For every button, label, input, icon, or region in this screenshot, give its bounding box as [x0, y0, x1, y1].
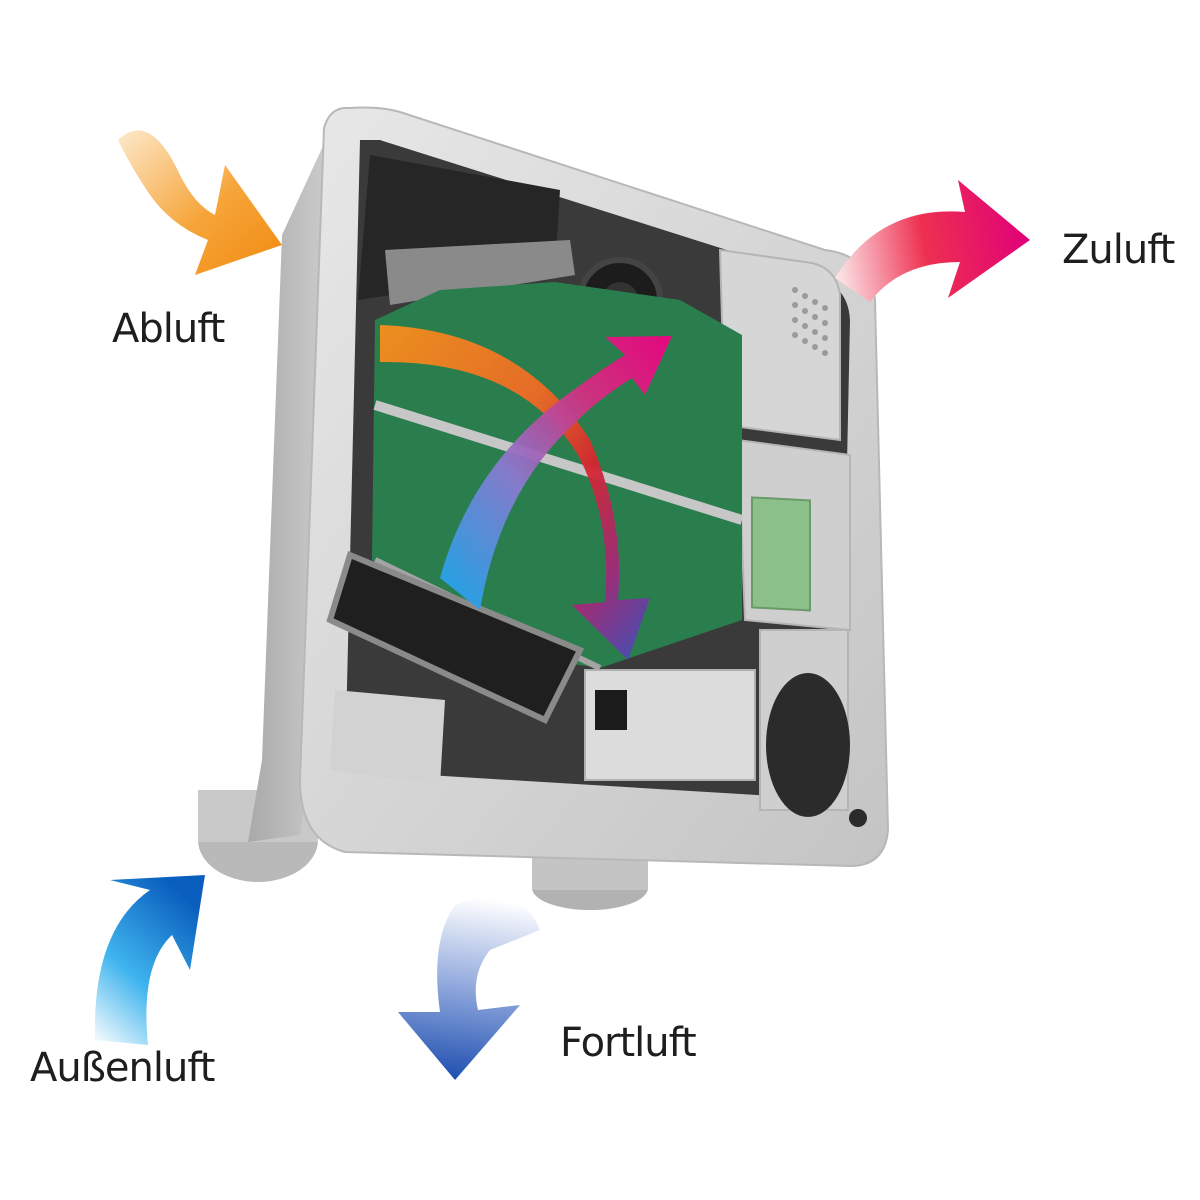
lower-fan-icon [766, 673, 850, 817]
fortluft-arrow-icon [398, 896, 540, 1080]
bottom-panel-left [330, 690, 445, 785]
control-board-icon [751, 496, 811, 612]
outdoor-to-supply-arrow [440, 336, 672, 610]
label-aussenluft: Außenluft [30, 1045, 215, 1091]
upper-filter-cover [385, 240, 575, 305]
label-zuluft: Zuluft [1062, 227, 1175, 273]
internal-flow-arrows [380, 325, 672, 660]
abluft-arrow-icon [118, 130, 282, 275]
label-abluft: Abluft [112, 306, 225, 352]
mount-hole-icon [849, 809, 867, 827]
right-upper-compartment [718, 248, 841, 442]
zuluft-arrow-icon [835, 180, 1030, 302]
vent-grille-icon [792, 287, 828, 356]
lower-filter-icon [326, 550, 585, 724]
ventilation-unit-icon [198, 106, 890, 910]
exhaust-to-discharge-arrow [380, 325, 650, 660]
label-fortluft: Fortluft [560, 1020, 697, 1066]
aussenluft-arrow-icon [94, 875, 205, 1045]
